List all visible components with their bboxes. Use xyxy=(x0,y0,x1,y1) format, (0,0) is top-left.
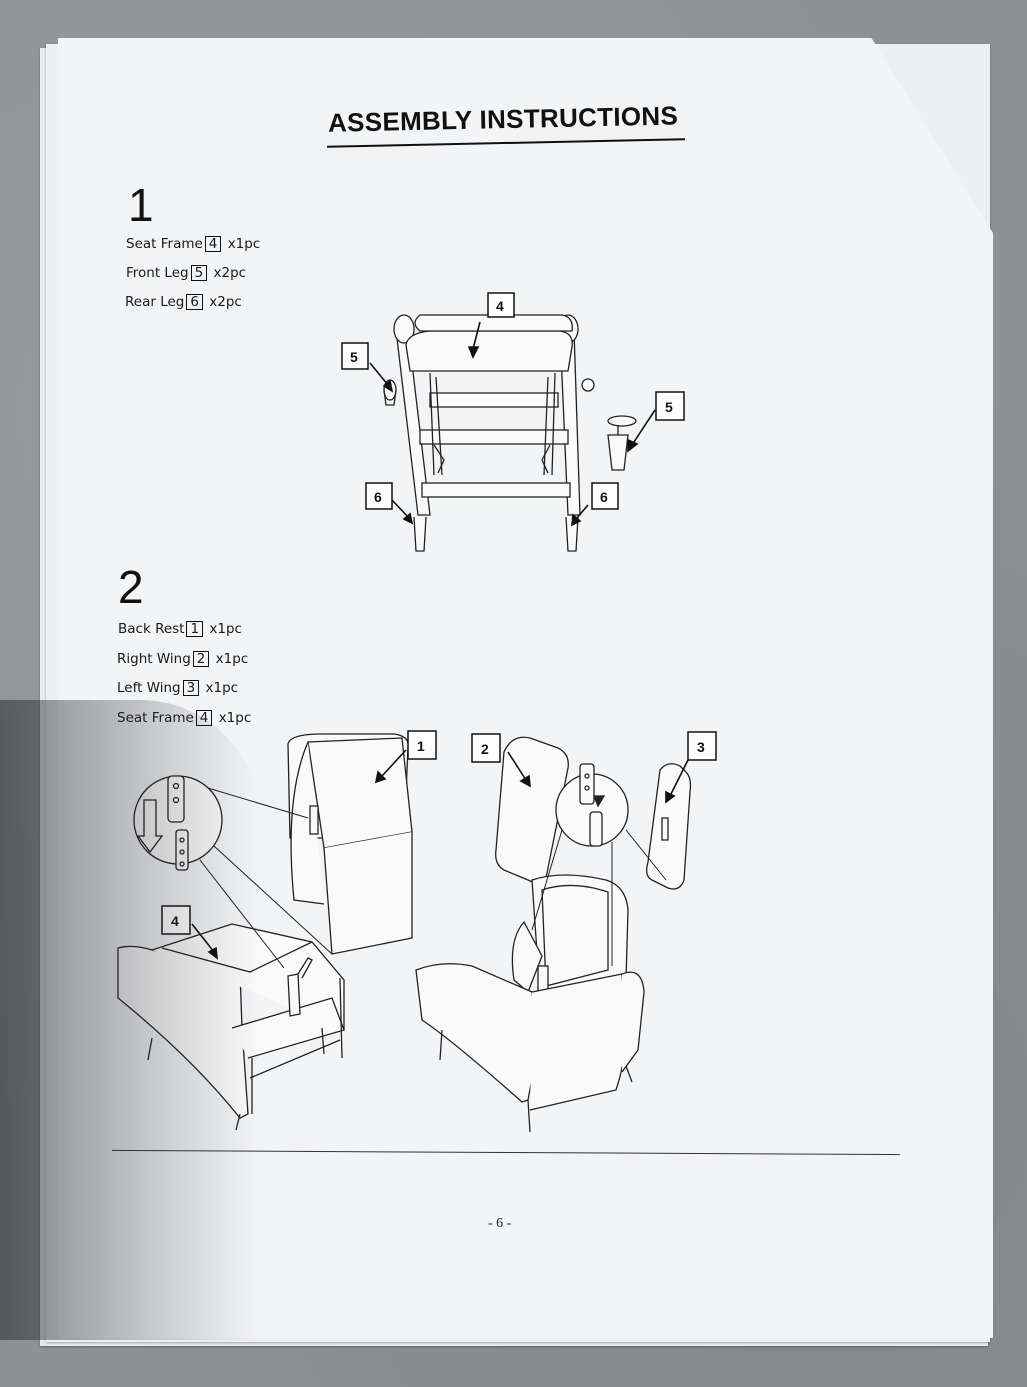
seat-frame-leg-diagram: 4 5 5 6 6 xyxy=(341,292,685,552)
callout-5: 5 xyxy=(350,349,358,365)
part-qty: x1pc xyxy=(215,651,249,667)
part-id-box: 4 xyxy=(204,236,222,252)
step-2-number: 2 xyxy=(118,561,144,613)
part-name: Back Rest xyxy=(118,621,185,637)
page-number: - 6 - xyxy=(488,1216,512,1231)
part-id-box: 4 xyxy=(195,710,213,726)
part-qty: x1pc xyxy=(227,236,261,252)
part-name: Front Leg xyxy=(126,265,189,281)
part-qty: x1pc xyxy=(218,710,252,726)
part-id-box: 6 xyxy=(186,294,203,310)
part-qty: x1pc xyxy=(209,621,242,637)
callout-5: 5 xyxy=(665,399,673,415)
wings-attach-diagram: 2 3 xyxy=(415,731,717,1133)
callout-6: 6 xyxy=(374,489,382,505)
part-name: Seat Frame xyxy=(126,236,203,252)
part-id-box: 2 xyxy=(192,651,210,667)
part-id-box: 1 xyxy=(186,621,204,637)
callout-1: 1 xyxy=(417,738,425,754)
part-id-box: 3 xyxy=(182,680,200,696)
callout-4: 4 xyxy=(171,913,179,929)
part-name: Rear Leg xyxy=(125,294,185,310)
part-qty: x2pc xyxy=(209,294,242,310)
part-name: Left Wing xyxy=(117,680,181,696)
part-id-box: 5 xyxy=(190,265,208,281)
callout-3: 3 xyxy=(697,739,705,755)
part-qty: x2pc xyxy=(213,265,247,281)
part-name: Seat Frame xyxy=(117,710,194,726)
callout-6: 6 xyxy=(600,489,608,505)
part-qty: x1pc xyxy=(205,680,239,696)
part-name: Right Wing xyxy=(117,651,191,667)
callout-2: 2 xyxy=(481,741,489,757)
step-1-number: 1 xyxy=(128,179,154,231)
back-rest-attach-diagram: 1 4 xyxy=(117,730,437,1131)
callout-4: 4 xyxy=(496,298,504,314)
